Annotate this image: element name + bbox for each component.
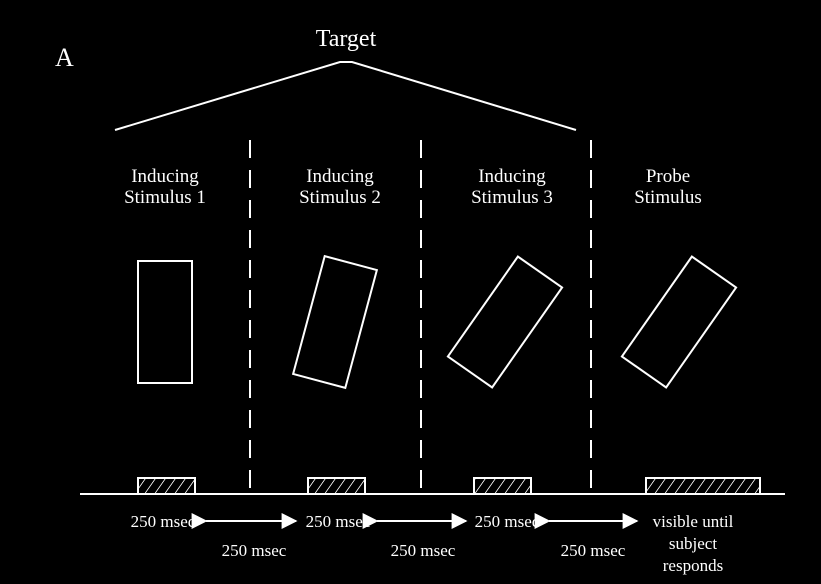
target-bracket: [114, 61, 577, 131]
target-label: Target: [316, 26, 377, 52]
probe-duration-line2: subject: [669, 534, 717, 553]
probe-duration-bar: [645, 477, 761, 495]
frame-2-label-line2: Stimulus 2: [299, 187, 381, 208]
frame-3-duration: 250 msec: [475, 512, 540, 531]
duration-bar-1: [137, 477, 196, 495]
frame-2-label-line1: Inducing: [306, 166, 374, 187]
gap-3-duration: 250 msec: [561, 541, 626, 560]
probe-duration-line3: responds: [663, 556, 723, 575]
probe-label-line1: Probe: [646, 166, 690, 187]
frame-1-duration: 250 msec: [131, 512, 196, 531]
panel-label: A: [55, 43, 74, 72]
stimulus-rect-2: [291, 254, 379, 390]
probe-label-line2: Stimulus: [634, 187, 702, 208]
duration-bar-3: [473, 477, 532, 495]
gap-2-duration: 250 msec: [391, 541, 456, 560]
stimulus-rect-1: [137, 260, 193, 384]
frame-3-label-line2: Stimulus 3: [471, 187, 553, 208]
frame-3-label-line1: Inducing: [478, 166, 546, 187]
frame-2-duration: 250 msec: [306, 512, 371, 531]
frame-1-label-line2: Stimulus 1: [124, 187, 206, 208]
stimulus-rect-3: [446, 255, 564, 389]
probe-rect: [620, 255, 738, 389]
gap-1-duration: 250 msec: [222, 541, 287, 560]
frame-1-label-line1: Inducing: [131, 166, 199, 187]
probe-duration-line1: visible until: [653, 512, 734, 531]
duration-bar-2: [307, 477, 366, 495]
